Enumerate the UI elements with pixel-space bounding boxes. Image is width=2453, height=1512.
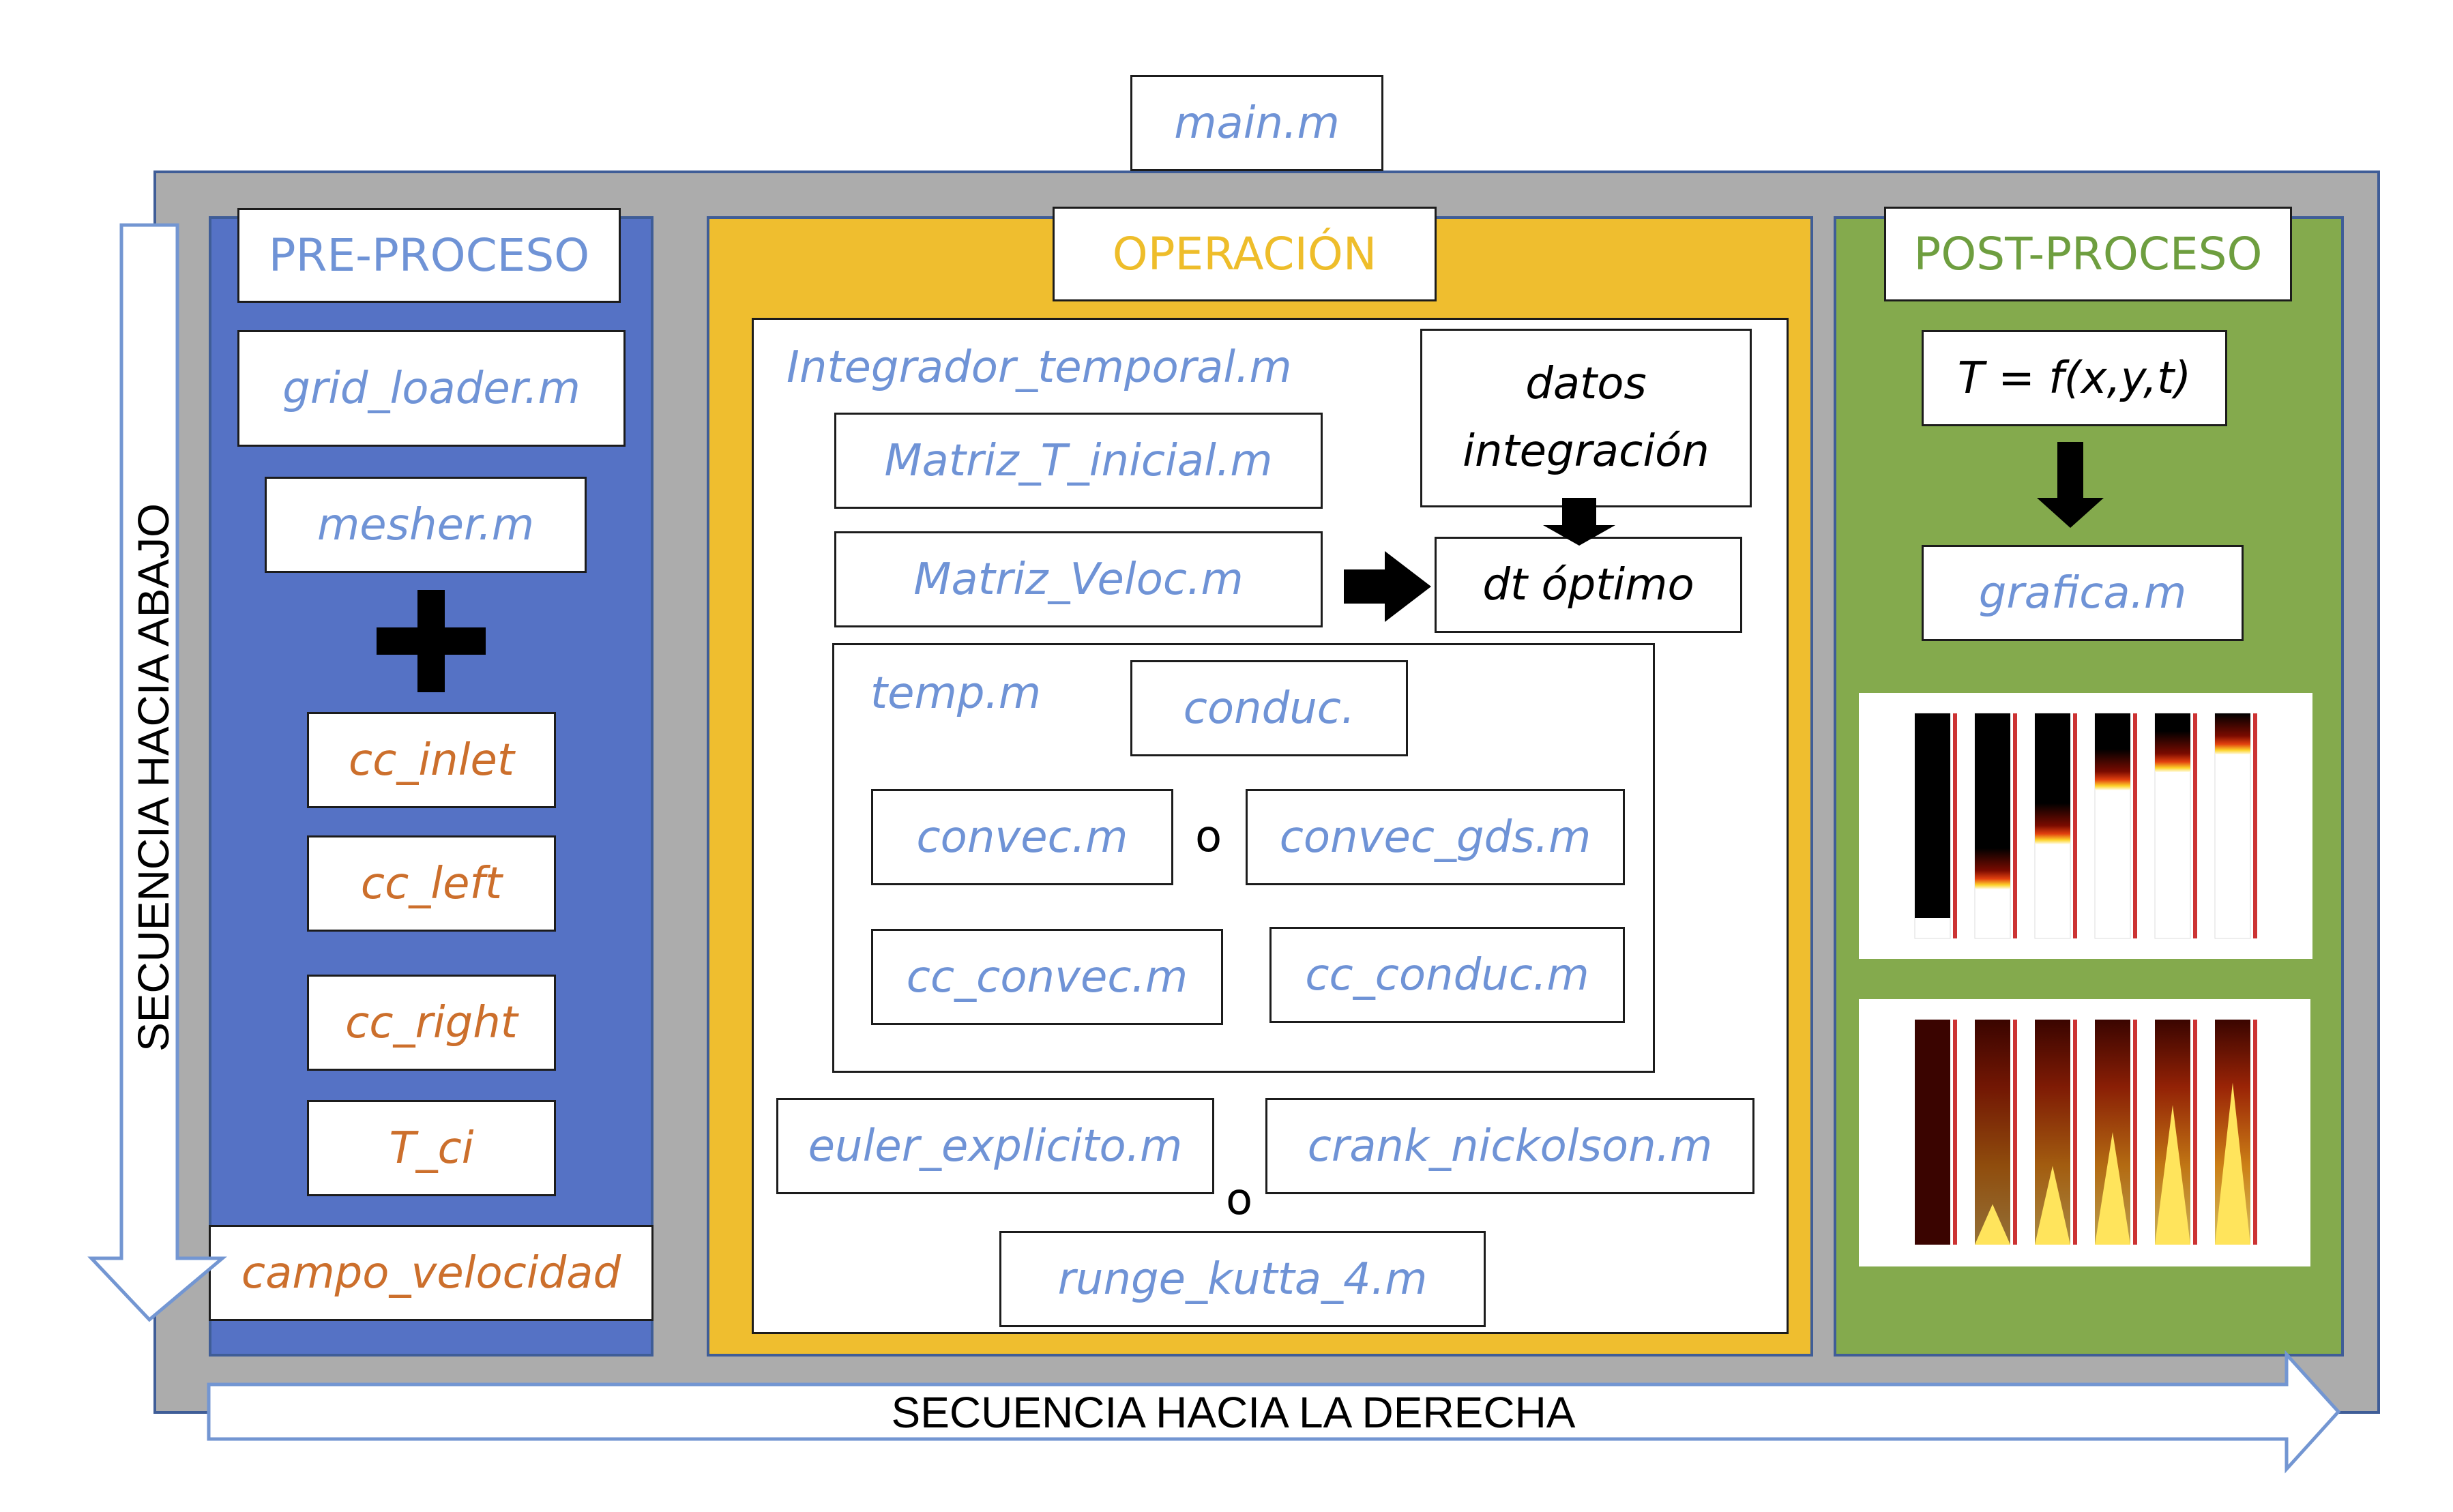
cc-inlet-box: cc_inlet (307, 712, 556, 808)
matriz-t-inicial-label: Matriz_T_inicial.m (884, 435, 1273, 486)
or-label-2: o (1226, 1174, 1253, 1225)
thumb-bottom-colorbar (2013, 1020, 2017, 1245)
thumb-top-colorbar (2193, 713, 2197, 938)
mesher-label: mesher.m (317, 499, 535, 550)
plus-icon (377, 590, 486, 692)
thumb-top-colorbar (2253, 713, 2257, 938)
or-label-1: o (1195, 812, 1222, 862)
conduc-label: conduc. (1183, 683, 1355, 734)
post-process-title-box: POST-PROCESO (1884, 207, 2292, 301)
grafica-label: grafica.m (1978, 567, 2187, 619)
thumb-bottom-flame (1975, 1204, 2010, 1245)
pre-process-title-box: PRE-PROCESO (237, 208, 621, 303)
main-file-box: main.m (1130, 75, 1383, 171)
thumb-top-dark-region (1975, 713, 2010, 855)
cc-left-box: cc_left (307, 835, 556, 932)
formula-label: T = f(x,y,t) (1957, 353, 2192, 404)
convec-label: convec.m (916, 812, 1128, 863)
thumb-bottom-colorbar (1953, 1020, 1957, 1245)
thumb-top-colorbar (2073, 713, 2077, 938)
operation-title-box: OPERACIÓN (1053, 207, 1437, 301)
convec-box: convec.m (871, 789, 1173, 885)
heatmap-thumbnail-bottom (1859, 999, 2310, 1266)
thumb-top-front (2095, 749, 2130, 790)
thumb-top-colorbar (2013, 713, 2017, 938)
down-sequence-arrow (87, 223, 227, 1322)
integrador-label: Integrador_temporal.m (787, 342, 1292, 393)
heatmap-thumbnail-top-graphic (1914, 713, 2257, 939)
matriz-veloc-label: Matriz_Veloc.m (913, 554, 1244, 605)
convec-gds-box: convec_gds.m (1246, 789, 1625, 885)
formula-box: T = f(x,y,t) (1922, 330, 2227, 426)
cc-convec-box: cc_convec.m (871, 929, 1223, 1025)
main-file-label: main.m (1174, 98, 1340, 149)
pre-process-title: PRE-PROCESO (268, 229, 590, 282)
post-process-title: POST-PROCESO (1913, 228, 2263, 280)
crank-nickolson-box: crank_nickolson.m (1265, 1098, 1754, 1194)
thumb-top-front (2155, 731, 2190, 772)
runge-kutta-label: runge_kutta_4.m (1057, 1254, 1428, 1305)
thumb-bottom-flame (2095, 1132, 2130, 1245)
campo-velocidad-box: campo_velocidad (209, 1225, 653, 1321)
dt-optimo-box: dt óptimo (1435, 537, 1742, 633)
thumb-top-front (2035, 803, 2070, 844)
thumb-bottom-colorbar (2253, 1020, 2257, 1245)
thumb-bottom-flame (2035, 1166, 2070, 1245)
mesher-box: mesher.m (265, 477, 587, 573)
runge-kutta-box: runge_kutta_4.m (999, 1231, 1486, 1327)
grafica-box: grafica.m (1922, 545, 2244, 641)
thumb-top-dark-region (2095, 713, 2130, 756)
down-sequence-label: SECUENCIA HACIA ABAJO (129, 503, 178, 1052)
thumb-bottom-colorbar (2073, 1020, 2077, 1245)
arrow-to-dt-icon (1344, 551, 1431, 622)
temp-label: temp.m (870, 668, 1042, 719)
thumb-top-dark-region (2035, 713, 2070, 810)
thumb-bottom-flame (2155, 1105, 2190, 1245)
cc-convec-label: cc_convec.m (906, 951, 1188, 1003)
datos-line-2: integración (1463, 426, 1709, 477)
matriz-veloc-box: Matriz_Veloc.m (834, 531, 1323, 627)
thumb-top-colorbar (1953, 713, 1957, 938)
thumb-bottom-column (1915, 1020, 1950, 1245)
conduc-box: conduc. (1130, 660, 1408, 756)
cc-right-box: cc_right (307, 975, 556, 1071)
right-sequence-arrow (207, 1350, 2341, 1474)
heatmap-thumbnail-top (1859, 693, 2312, 959)
euler-explicito-box: euler_explicito.m (776, 1098, 1214, 1194)
grid-loader-box: grid_loader.m (237, 330, 626, 447)
right-sequence-label: SECUENCIA HACIA LA DERECHA (892, 1388, 1576, 1437)
thumb-top-front (1975, 848, 2010, 889)
cc-conduc-box: cc_conduc.m (1269, 927, 1625, 1023)
campo-velocidad-label: campo_velocidad (241, 1247, 621, 1299)
thumb-top-front (2215, 713, 2250, 754)
crank-nickolson-label: crank_nickolson.m (1307, 1121, 1713, 1172)
dt-optimo-label: dt óptimo (1482, 559, 1694, 610)
datos-integracion-box: datos integración (1420, 329, 1752, 507)
thumb-top-dark-region (1915, 713, 1950, 918)
operation-title: OPERACIÓN (1112, 228, 1377, 280)
arrow-datos-to-dt-icon (1543, 498, 1615, 546)
t-ci-box: T_ci (307, 1100, 556, 1196)
datos-line-1: datos (1525, 358, 1647, 409)
grid-loader-label: grid_loader.m (282, 363, 581, 414)
euler-explicito-label: euler_explicito.m (808, 1121, 1183, 1172)
cc-inlet-label: cc_inlet (349, 735, 514, 786)
t-ci-label: T_ci (389, 1123, 474, 1174)
matriz-t-inicial-box: Matriz_T_inicial.m (834, 413, 1323, 509)
arrow-formula-to-grafica-icon (2037, 442, 2104, 528)
cc-conduc-label: cc_conduc.m (1305, 949, 1589, 1000)
thumb-top-colorbar (2133, 713, 2137, 938)
convec-gds-label: convec_gds.m (1279, 812, 1591, 863)
cc-left-label: cc_left (360, 858, 503, 909)
cc-right-label: cc_right (345, 997, 518, 1048)
heatmap-thumbnail-bottom-graphic (1915, 1020, 2257, 1245)
thumb-bottom-colorbar (2133, 1020, 2137, 1245)
thumb-bottom-flame (2215, 1082, 2250, 1245)
thumb-bottom-colorbar (2193, 1020, 2197, 1245)
